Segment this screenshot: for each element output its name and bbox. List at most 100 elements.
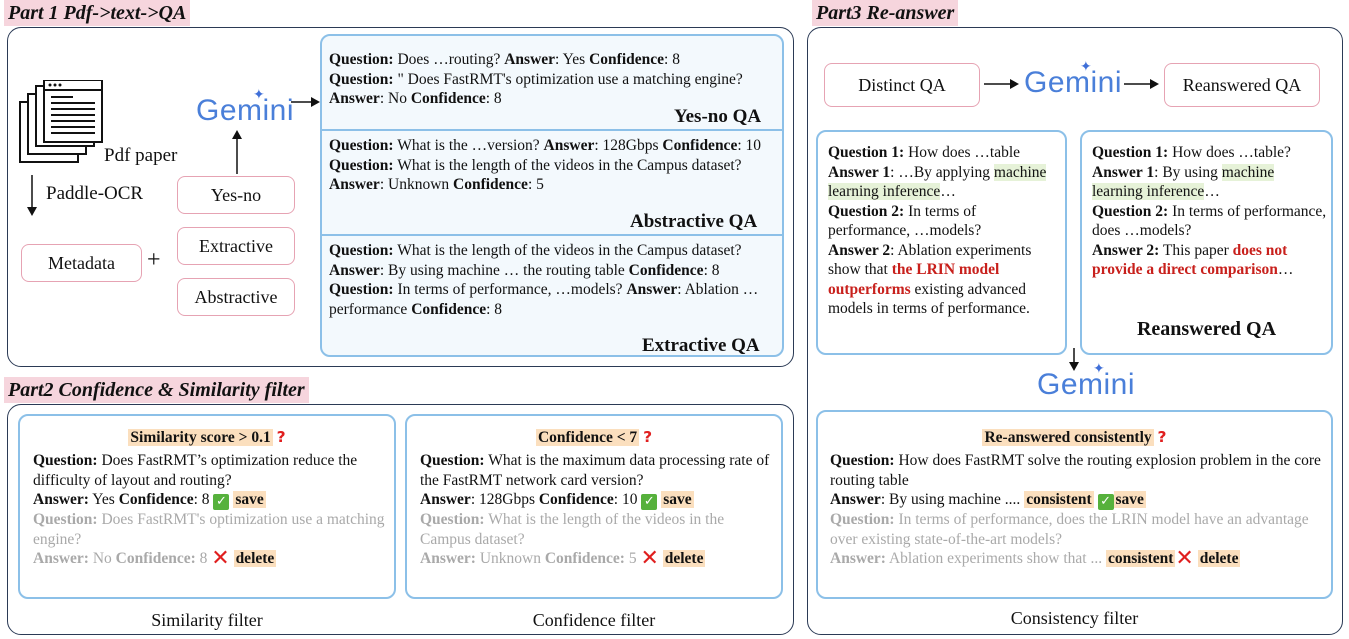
question-text: What is the length of the videos in the …	[393, 242, 742, 259]
emphasized-phrase: the LRIN model outperforms	[828, 261, 1000, 298]
answer-text: : 128Gbps	[594, 137, 663, 154]
answer-label: Answer	[329, 261, 380, 279]
confidence-label: Confidence	[662, 137, 738, 154]
abstractive-qa-label: Abstractive QA	[630, 211, 758, 232]
confidence-value: : 8	[664, 51, 680, 68]
similarity-threshold: Similarity score > 0.1	[128, 429, 273, 446]
gemini-logo: Gemini ✦	[1024, 58, 1122, 100]
consistent-badge: consistent	[1024, 491, 1094, 508]
answer-label: Answer	[329, 90, 380, 107]
question-text: In terms of performance, does the LRIN m…	[830, 511, 1309, 548]
answer-text: : By using machine ....	[880, 491, 1025, 508]
confidence-value: : 8	[485, 90, 502, 107]
consistency-criterion: Re-answered consistently	[982, 429, 1154, 446]
arrow-right-icon	[1124, 79, 1159, 89]
check-icon: ✓	[1097, 494, 1114, 510]
confidence-label: Confidence:	[544, 550, 625, 567]
confidence-header: Confidence < 7 ?	[405, 428, 783, 447]
divider	[322, 129, 782, 131]
answer-label: Answer	[543, 137, 595, 154]
question-label: Question 1:	[1092, 144, 1169, 161]
confidence-label: Confidence	[453, 176, 528, 193]
question-label: Question 2:	[1092, 202, 1169, 220]
question-label: Question:	[420, 452, 485, 469]
part1-panel	[7, 27, 794, 367]
metadata-box: Metadata	[21, 244, 142, 282]
sparkle-icon: ✦	[253, 86, 266, 102]
confidence-value: : 8	[486, 300, 503, 318]
gemini-logo-2: Gemini ✦	[1037, 360, 1136, 402]
answer-label: Answer	[830, 491, 881, 508]
part3-title: Part3 Re-answer	[812, 0, 959, 26]
cross-icon: ✕	[211, 546, 230, 571]
plus-sign: +	[147, 247, 161, 273]
question-label: Question:	[33, 511, 98, 528]
sparkle-icon: ✦	[1080, 58, 1093, 74]
confidence-value: 8	[195, 550, 212, 567]
part1-title: Part 1 Pdf->text->QA	[4, 0, 191, 26]
extractive-qa-label: Extractive QA	[642, 335, 760, 356]
answer-label: Answer	[329, 176, 380, 193]
question-label: Question:	[830, 511, 895, 528]
delete-badge: delete	[1197, 550, 1241, 567]
arrow-right-icon	[291, 97, 320, 107]
similarity-qa-text: Question: Does FastRMT’s optimization re…	[33, 451, 388, 571]
consistent-badge: consistent	[1105, 550, 1176, 567]
question-text: What is the …version?	[393, 137, 544, 154]
question-text: What is the length of the videos in the …	[420, 511, 725, 548]
answer-text: : Unknown	[379, 176, 454, 193]
check-icon: ✓	[641, 494, 658, 510]
confidence-value: : 8	[193, 491, 214, 508]
confidence-label: Confidence:	[115, 550, 196, 567]
question-text: In terms of performance, does …models?	[1092, 202, 1327, 240]
answer-text: This paper	[1159, 241, 1233, 259]
confidence-label: Confidence	[411, 300, 487, 318]
confidence-label: Confidence	[628, 261, 704, 279]
arrow-down-icon	[1069, 348, 1079, 371]
consistency-header: Re-answered consistently ?	[816, 428, 1333, 447]
answer-text: : …By applying	[890, 163, 994, 181]
answer-label: Answer:	[33, 550, 89, 567]
answer-text: : Yes	[555, 51, 590, 68]
question-label: Question:	[329, 156, 394, 174]
answer-label: Answer:	[420, 550, 476, 567]
question-mark-icon: ?	[1157, 428, 1167, 446]
question-text: " Does FastRMT's optimization use a matc…	[393, 70, 743, 88]
answer-label: Answer 2:	[1092, 241, 1160, 259]
question-label: Question:	[329, 242, 394, 259]
extractive-box: Extractive	[177, 227, 295, 265]
question-label: Question:	[33, 452, 98, 469]
question-text: Does FastRMT’s optimization reduce the d…	[33, 452, 358, 489]
confidence-value: : 10	[737, 137, 762, 154]
answer-text: Yes	[88, 491, 119, 508]
delete-badge: delete	[233, 550, 277, 567]
answer-label: Answer:	[830, 550, 886, 567]
distinct-qa-box: Distinct QA	[824, 63, 980, 107]
confidence-value: : 10	[613, 491, 642, 508]
question-text: What is the maximum data processing rate…	[420, 452, 770, 489]
divider	[322, 234, 782, 236]
question-text: Does FastRMT's optimization use a matchi…	[33, 511, 385, 548]
extractive-qa-text: Question: What is the length of the vide…	[329, 241, 779, 319]
question-text: In terms of performance, …models?	[393, 281, 627, 298]
confidence-label: Confidence	[538, 491, 614, 508]
confidence-threshold: Confidence < 7	[535, 429, 640, 446]
gemini-wordmark: Gemini	[1037, 368, 1136, 401]
original-qa-text: Question 1: How does …table Answer 1: …B…	[828, 143, 1060, 319]
confidence-label: Confidence	[118, 491, 194, 508]
question-label: Question:	[420, 511, 485, 528]
answer-label: Answer	[504, 51, 556, 68]
reanswered-qa-detail-box	[1080, 130, 1333, 355]
part3-panel	[807, 27, 1343, 635]
yesno-qa-text: Question: Does …routing? Answer: Yes Con…	[329, 50, 779, 109]
question-mark-icon: ?	[276, 428, 286, 446]
answer-text: : Ablation experiments show that	[828, 241, 1032, 279]
question-label: Question:	[329, 51, 394, 68]
answer-label: Answer:	[33, 491, 89, 508]
question-label: Question:	[329, 137, 394, 154]
answer-text: : By using machine … the routing table	[379, 261, 629, 279]
confidence-value: : 5	[527, 176, 544, 193]
part2-panel	[7, 404, 794, 635]
check-icon: ✓	[213, 494, 230, 510]
confidence-label: Confidence	[589, 51, 665, 68]
